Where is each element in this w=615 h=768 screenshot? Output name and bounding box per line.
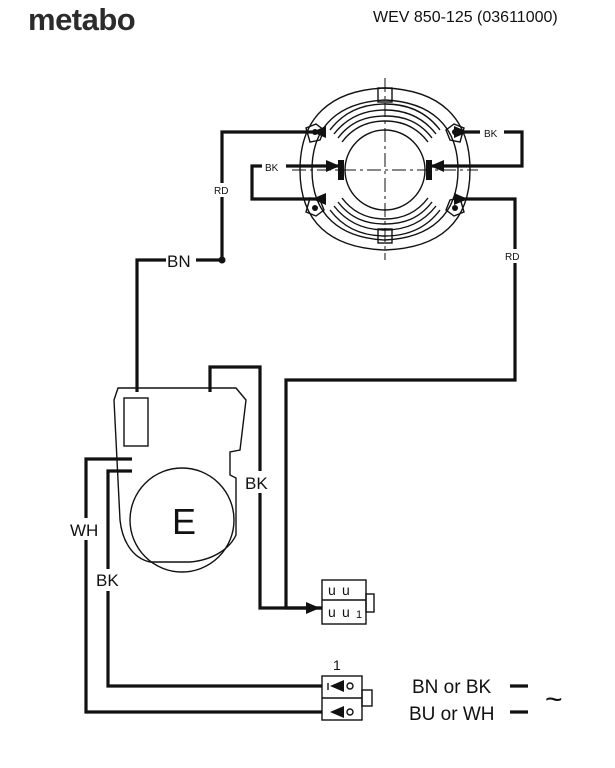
- wire-wh: [84, 457, 322, 714]
- connector-number: 1: [356, 609, 362, 621]
- wire-junction: [218, 256, 226, 264]
- label-rd-top: RD: [214, 186, 228, 197]
- stator-terminals: [305, 123, 465, 217]
- label-module-e: E: [172, 501, 196, 542]
- ac-symbol: ~: [545, 683, 563, 716]
- arrowheads: [306, 126, 468, 718]
- label-bk-left: BK: [96, 571, 119, 590]
- label-wh: WH: [70, 521, 98, 540]
- connector-glyph-lower-a: u: [328, 604, 336, 620]
- wire-bk-left: [106, 469, 322, 688]
- switch-number: 1: [333, 657, 341, 673]
- label-bk-stator-left: BK: [265, 163, 279, 174]
- label-bn: BN: [167, 252, 191, 271]
- supply-label-1: BN or BK: [412, 677, 492, 698]
- model-title: WEV 850-125 (03611000): [373, 9, 558, 26]
- wires: [84, 130, 528, 714]
- brand-logo: metabo: [28, 2, 136, 37]
- electronic-module: [113, 387, 247, 573]
- label-bk-stator-right: BK: [484, 129, 498, 140]
- connector-glyph-upper-b: u: [342, 582, 350, 598]
- label-bk-module: BK: [245, 474, 268, 493]
- module-circle: [129, 467, 235, 573]
- wire-rd-top: [220, 130, 325, 260]
- stator-assembly: [292, 78, 478, 260]
- connector-glyph-upper-a: u: [328, 582, 336, 598]
- label-rd-right: RD: [505, 252, 519, 263]
- wire-bk-stator-left: [250, 164, 342, 201]
- connector-block: [321, 579, 375, 625]
- wire-rd-right: [284, 197, 517, 610]
- supply-label-2: BU or WH: [409, 704, 495, 725]
- connector-glyph-lower-b: u: [342, 604, 350, 620]
- switch-block: [321, 675, 373, 721]
- brush-holder: [123, 397, 149, 447]
- wire-bk-module: [208, 365, 322, 610]
